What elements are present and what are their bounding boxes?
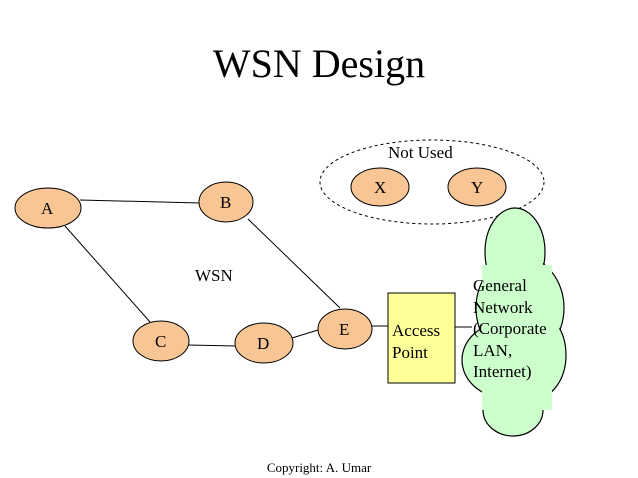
cloud-line-3: (Corporate	[473, 319, 547, 338]
node-y-label: Y	[471, 178, 484, 197]
node-b-shape	[198, 181, 254, 223]
cloud-line-1: General	[473, 276, 527, 295]
link-a-b	[79, 199, 201, 204]
node-c-label: C	[155, 332, 167, 351]
access-point-line-1: Access	[392, 321, 441, 340]
wsn-label: WSN	[195, 266, 233, 285]
not-used-label: Not Used	[388, 143, 453, 162]
node-a-label: A	[41, 199, 54, 218]
link-a-c	[64, 225, 151, 323]
access-point-line-2: Point	[392, 343, 428, 362]
general-network-label: General Network (Corporate LAN, Internet…	[473, 275, 563, 383]
slide-title: WSN Design	[212, 41, 426, 86]
link-c-d	[187, 344, 237, 347]
node-b-label: B	[220, 193, 232, 212]
node-e-label: E	[339, 320, 350, 339]
node-c-shape	[132, 320, 190, 362]
not-used-boundary	[319, 139, 545, 225]
copyright-footer: Copyright: A. Umar	[266, 460, 372, 475]
cloud-line-5: Internet)	[473, 362, 532, 381]
node-d-shape	[234, 322, 294, 364]
access-point-box	[387, 292, 456, 384]
node-e-shape	[317, 308, 373, 350]
node-x-label: X	[374, 178, 387, 197]
access-point-label: Access Point	[392, 320, 454, 364]
node-d-label: D	[257, 334, 270, 353]
node-a-shape	[14, 187, 82, 229]
node-y-shape	[447, 167, 507, 207]
link-d-e	[291, 329, 319, 339]
link-b-e	[247, 218, 341, 309]
cloud-line-2: Network	[473, 297, 533, 317]
node-x-shape	[350, 167, 410, 207]
cloud-line-4: LAN,	[473, 340, 513, 360]
